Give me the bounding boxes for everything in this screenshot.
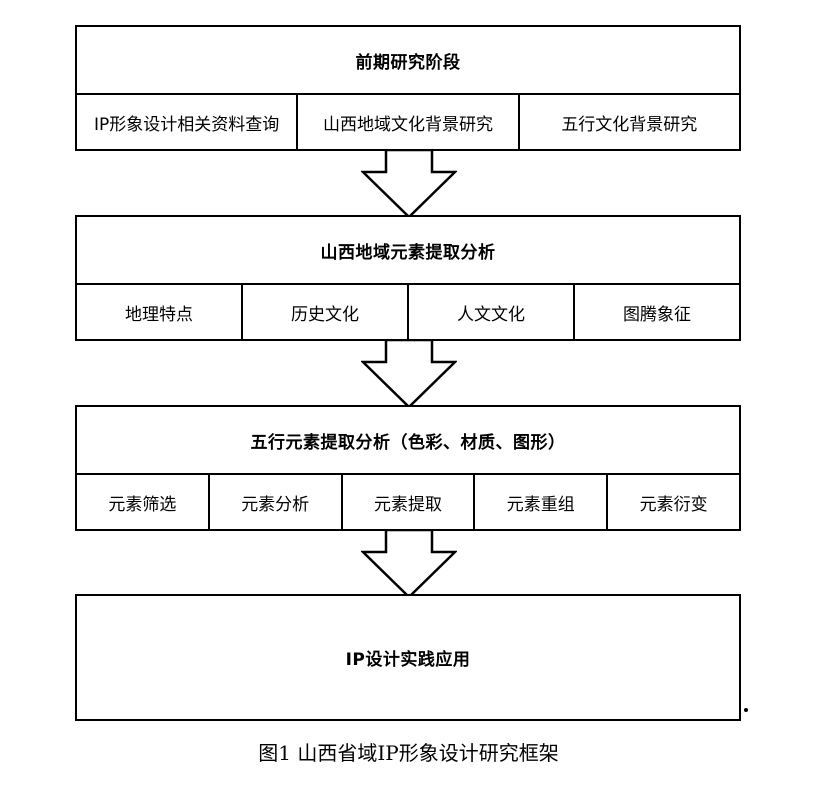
stage-1-items: IP形象设计相关资料查询 山西地域文化背景研究 五行文化背景研究 xyxy=(77,93,739,149)
stage-2-item: 人文文化 xyxy=(407,285,573,339)
stray-dot xyxy=(744,708,748,712)
stage-1-block: 前期研究阶段 IP形象设计相关资料查询 山西地域文化背景研究 五行文化背景研究 xyxy=(75,25,741,151)
stage-1-item: IP形象设计相关资料查询 xyxy=(94,114,280,135)
stage-4-title: IP设计实践应用 xyxy=(345,650,471,670)
stage-1-item: 五行文化背景研究 xyxy=(517,95,739,149)
stage-3-item: 元素重组 xyxy=(473,475,606,529)
stage-1-item: 山西地域文化背景研究 xyxy=(296,95,517,149)
down-arrow-icon xyxy=(361,150,457,219)
stage-3-block: 五行元素提取分析（色彩、材质、图形） 元素筛选 元素分析 元素提取 元素重组 元… xyxy=(75,405,741,531)
stage-3-items: 元素筛选 元素分析 元素提取 元素重组 元素衍变 xyxy=(77,473,739,529)
stage-2-block: 山西地域元素提取分析 地理特点 历史文化 人文文化 图腾象征 xyxy=(75,215,741,341)
down-arrow-icon xyxy=(361,530,457,599)
stage-2-title: 山西地域元素提取分析 xyxy=(320,242,496,263)
stage-3-item: 元素衍变 xyxy=(606,475,739,529)
stage-3-item: 元素分析 xyxy=(207,475,341,529)
stage-1-title: 前期研究阶段 xyxy=(355,52,461,73)
figure-caption: 图1 山西省域IP形象设计研究框架 xyxy=(258,741,559,765)
stage-3-item: 元素提取 xyxy=(340,475,474,529)
stage-2-item: 地理特点 xyxy=(125,304,193,325)
stage-3-item: 元素筛选 xyxy=(108,494,177,515)
stage-2-item: 历史文化 xyxy=(241,285,407,339)
stage-3-title: 五行元素提取分析（色彩、材质、图形） xyxy=(250,432,566,453)
stage-4-block: IP设计实践应用 xyxy=(75,594,741,721)
stage-2-item: 图腾象征 xyxy=(573,285,739,339)
down-arrow-icon xyxy=(361,340,457,409)
stage-2-items: 地理特点 历史文化 人文文化 图腾象征 xyxy=(77,283,739,339)
